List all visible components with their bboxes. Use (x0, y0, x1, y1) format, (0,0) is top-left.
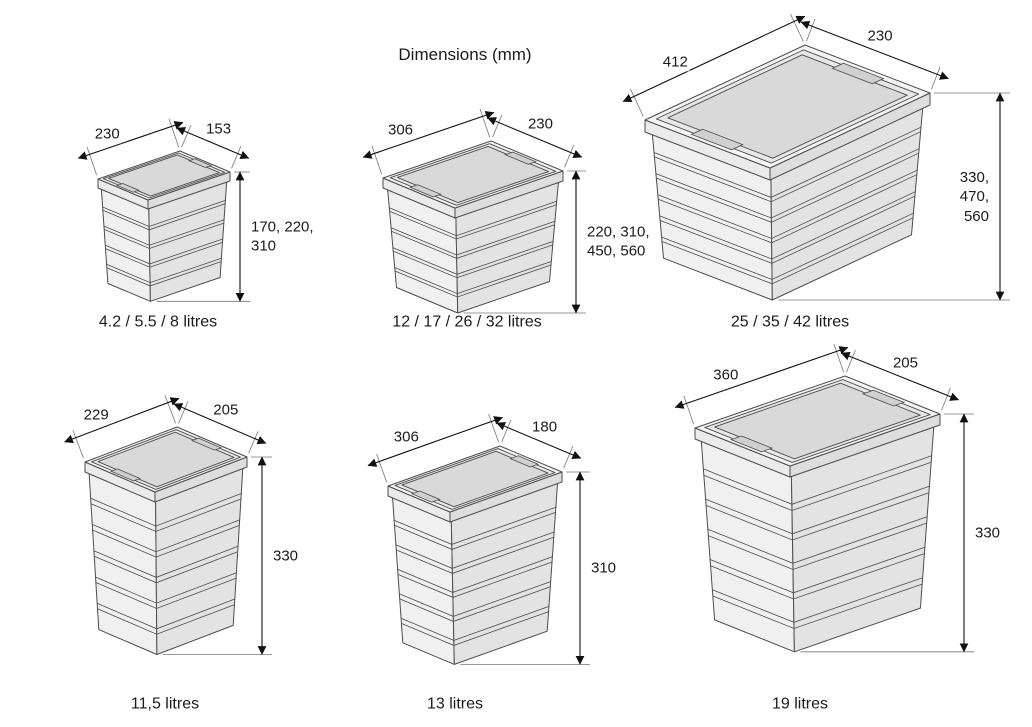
bin5-litres-label: 19 litres (771, 695, 829, 713)
bin0-height-label: 170, 220, 310 (249, 217, 316, 257)
bin5-height-label: 330 (973, 523, 1003, 543)
bin1-height-label: 220, 310, 450, 560 (585, 222, 652, 262)
bin-drawing-1 (362, 108, 586, 314)
bin0-litres-label: 4.2 / 5.5 / 8 litres (98, 313, 218, 331)
bin0-depth-label: 153 (204, 119, 234, 139)
bin2-depth-label: 230 (865, 26, 895, 47)
bin-drawing-4 (367, 413, 590, 665)
bin-drawing-5 (674, 343, 974, 653)
bin3-width-label: 229 (81, 405, 111, 425)
bin4-width-label: 306 (391, 427, 421, 447)
bin4-litres-label: 13 litres (426, 695, 484, 713)
bin0-width-label: 230 (92, 123, 122, 144)
bin5-depth-label: 205 (890, 352, 920, 373)
bin-drawing-2 (622, 14, 1010, 301)
bin-drawing-3 (64, 395, 272, 655)
bin5-width-label: 360 (711, 365, 741, 385)
bin2-litres-label: 25 / 35 / 42 litres (730, 313, 850, 331)
diagram-title: Dimensions (mm) (398, 44, 532, 64)
bin1-litres-label: 12 / 17 / 26 / 32 litres (392, 313, 542, 331)
bin4-height-label: 310 (589, 558, 619, 578)
bin2-height-label: 330, 470, 560 (957, 167, 991, 226)
bin1-width-label: 306 (385, 119, 416, 140)
bin3-litres-label: 11,5 litres (130, 695, 200, 713)
bin1-depth-label: 230 (525, 113, 555, 134)
bin4-depth-label: 180 (530, 416, 560, 437)
bin2-width-label: 412 (660, 51, 690, 72)
bin3-depth-label: 205 (211, 400, 241, 420)
bin-drawing-0 (77, 118, 250, 302)
bin3-height-label: 330 (271, 545, 301, 566)
